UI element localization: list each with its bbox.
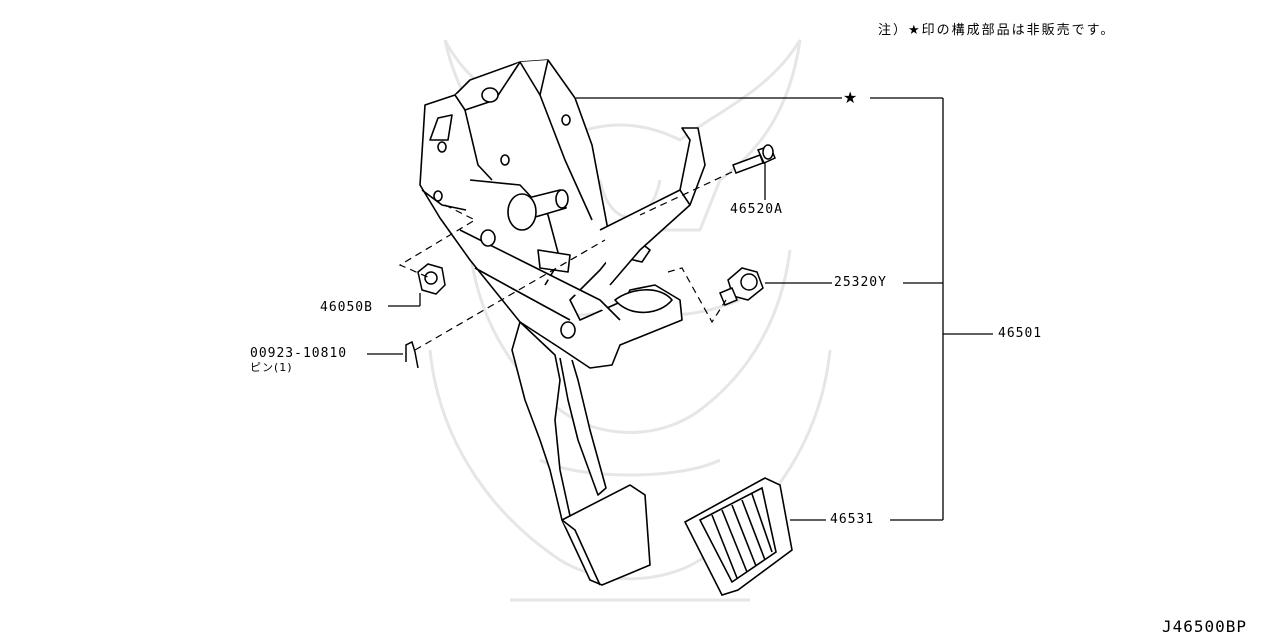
callout-46050b: 46050B	[320, 300, 373, 315]
callout-00923-10810: 00923-10810	[250, 346, 348, 361]
non-sale-note: 注）★印の構成部品は非販売です。	[878, 23, 1116, 38]
nut-46050b	[417, 263, 446, 295]
pin-00923-10810	[405, 340, 419, 369]
diagram-code: J46500BP	[1162, 617, 1248, 636]
pin-description: ピン(1)	[250, 361, 293, 374]
callout-46520a: 46520A	[730, 202, 783, 217]
callout-46531: 46531	[830, 512, 875, 527]
star-marker: ★	[843, 88, 858, 107]
clip-25320y	[719, 267, 764, 306]
pedal-bracket-drawing	[419, 59, 706, 526]
callout-25320y: 25320Y	[834, 275, 887, 290]
leader-lines	[367, 97, 993, 521]
pedal-pad-left	[560, 484, 651, 586]
pedal-pad-46531	[683, 477, 793, 596]
assembly-dashed-lines	[398, 171, 733, 351]
bolt-46520a	[732, 144, 776, 174]
callout-46501: 46501	[998, 326, 1043, 341]
